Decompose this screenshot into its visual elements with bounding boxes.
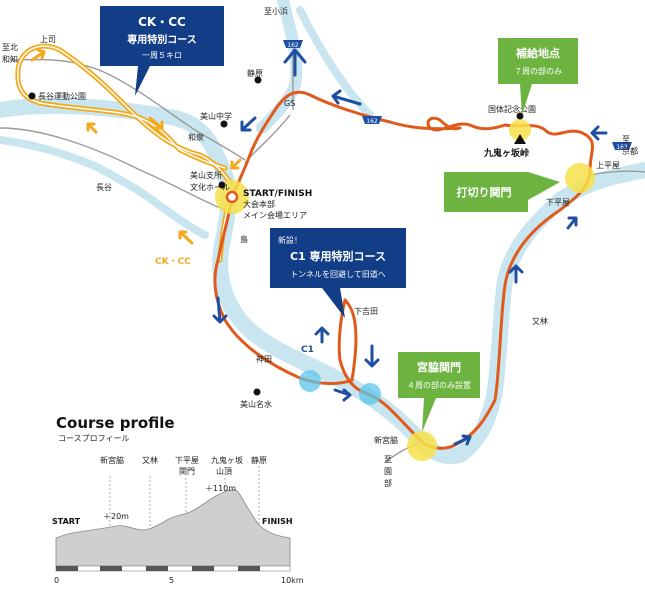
label-shima: 島 bbox=[240, 234, 248, 244]
callout-miyawaki-title: 宮脇関門 bbox=[417, 360, 461, 374]
profile-elev-110: ＋110m bbox=[205, 484, 236, 493]
label-shinmiyawaki: 新宮脇 bbox=[374, 435, 398, 445]
pass-marker bbox=[514, 134, 526, 144]
label-hasetani: 長谷 bbox=[96, 183, 112, 192]
direction-arrows bbox=[212, 48, 608, 446]
profile-elevation bbox=[55, 489, 291, 567]
landmark-dots bbox=[28, 76, 524, 396]
label-to-sonobe: 至 bbox=[384, 455, 392, 464]
label-c1: C1 bbox=[301, 345, 314, 355]
label-shimoyoshida: 下吉田 bbox=[354, 307, 378, 316]
profile-start: START bbox=[52, 517, 81, 526]
profile-title: Course profile bbox=[56, 414, 175, 432]
callout-ckcc-sub: 専用特別コース bbox=[127, 33, 197, 46]
profile-point-shimohiraya: 下平屋 bbox=[175, 456, 199, 465]
label-kamishi: 上司 bbox=[40, 35, 56, 44]
label-start-finish: START/FINISH bbox=[243, 189, 312, 199]
label-gs: GS bbox=[284, 99, 295, 108]
profile-point-gate: 関門 bbox=[179, 467, 195, 476]
route-162-shield: 162 162 162 bbox=[283, 40, 632, 151]
callout-supply-title: 補給地点 bbox=[515, 46, 560, 60]
route-162-label: 162 bbox=[616, 144, 628, 151]
profile-scale-10: 10km bbox=[281, 576, 304, 585]
label-miyama-meisui: 美山名水 bbox=[240, 399, 272, 409]
label-kanda: 神田 bbox=[256, 354, 272, 364]
label-matabayashi: 又林 bbox=[532, 316, 548, 326]
label-to-sonobe-2: 園 bbox=[384, 467, 392, 476]
course-profile: Course profile コースプロフィール 新宮脇 又林 下平屋 関門 九… bbox=[52, 414, 304, 585]
label-to-sonobe-3: 部 bbox=[384, 478, 392, 488]
map-labels: 至小浜 至北 和知 上司 長谷運動公園 和泉 長谷 美山中学 静原 GS 美山支… bbox=[2, 6, 638, 488]
label-to-kyoto: 至 bbox=[622, 135, 630, 144]
profile-scale-5: 5 bbox=[169, 576, 174, 585]
callout-miyawaki-note: ４周の部のみ設置 bbox=[407, 380, 471, 390]
label-culture-hall: 文化ホール bbox=[190, 182, 230, 192]
highlight-spots bbox=[215, 119, 595, 461]
profile-finish: FINISH bbox=[262, 517, 293, 526]
label-miyama-jhs: 美山中学 bbox=[200, 111, 232, 121]
callout-supply-note: ７周の部のみ bbox=[514, 66, 562, 76]
start-finish-marker bbox=[225, 190, 239, 204]
callout-ckcc: CK・CC 専用特別コース 一周５キロ bbox=[100, 6, 224, 96]
profile-scale-bar bbox=[55, 565, 291, 572]
label-to-kitawachi: 至北 bbox=[2, 43, 18, 52]
route-162-label: 162 bbox=[366, 118, 378, 125]
callout-cutoff-title: 打切り関門 bbox=[457, 185, 512, 199]
label-kokutai-park: 国体記念公園 bbox=[488, 104, 536, 114]
main-course bbox=[213, 90, 594, 450]
profile-scale-0: 0 bbox=[54, 576, 59, 585]
profile-point-shizuhara: 静原 bbox=[251, 455, 267, 465]
label-to-kitawachi-2: 和知 bbox=[2, 54, 18, 64]
callout-ckcc-note: 一周５キロ bbox=[142, 51, 182, 60]
label-kukigasaka: 九鬼ヶ坂峠 bbox=[483, 147, 529, 159]
label-miyama-branch: 美山支所 bbox=[190, 170, 222, 180]
label-ckcc: CK・CC bbox=[155, 257, 191, 267]
ckcc-arrows bbox=[30, 48, 242, 245]
label-shizuhara: 静原 bbox=[247, 68, 263, 78]
label-main-venue: メイン会場エリア bbox=[243, 210, 307, 220]
profile-point-summit: 山頂 bbox=[216, 466, 232, 476]
callout-c1-title: C1 専用特別コース bbox=[290, 249, 386, 263]
profile-point-shinmiyawaki: 新宮脇 bbox=[100, 455, 124, 465]
callout-c1: 新設！ C1 専用特別コース トンネルを回避して旧道へ bbox=[270, 228, 406, 318]
label-hq: 大会本部 bbox=[243, 199, 275, 209]
label-kamihiraya: 上平屋 bbox=[596, 161, 620, 170]
label-to-kyoto-2: 京都 bbox=[622, 146, 638, 156]
callout-c1-note: トンネルを回避して旧道へ bbox=[290, 269, 386, 279]
label-to-ojika: 至小浜 bbox=[264, 6, 288, 16]
callout-cutoff: 打切り関門 bbox=[444, 172, 560, 212]
route-162-label: 162 bbox=[287, 42, 299, 49]
label-hasetani-park: 長谷運動公園 bbox=[38, 92, 86, 101]
profile-subtitle: コースプロフィール bbox=[58, 434, 129, 443]
profile-point-kukigasaka: 九鬼ヶ坂 bbox=[211, 455, 243, 465]
callout-ckcc-title: CK・CC bbox=[138, 15, 186, 29]
callout-c1-new: 新設！ bbox=[278, 235, 302, 245]
label-izumi: 和泉 bbox=[188, 132, 204, 142]
callout-supply: 補給地点 ７周の部のみ bbox=[498, 38, 578, 115]
profile-point-matabayashi: 又林 bbox=[142, 455, 158, 465]
profile-elev-20: ＋20m bbox=[103, 512, 129, 521]
label-shimohiraya: 下平屋 bbox=[546, 198, 570, 207]
callout-miyawaki: 宮脇関門 ４周の部のみ設置 bbox=[398, 352, 480, 432]
